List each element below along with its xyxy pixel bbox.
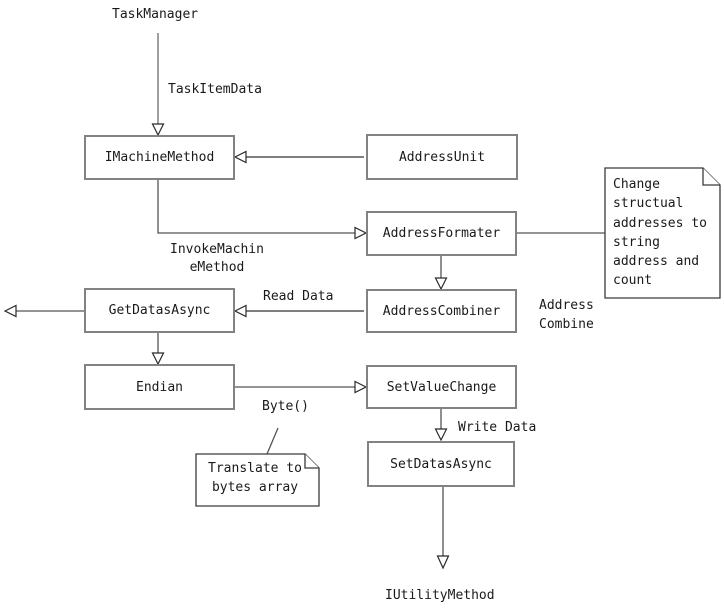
edge-label-read-data: Read Data (263, 289, 334, 304)
node-endian: Endian (84, 364, 235, 410)
arrow-endian-to-setvaluechange (235, 380, 368, 394)
arrow-getdatasasync-to-endian (151, 333, 165, 366)
edge-label-address-combine: Address Combine (539, 298, 594, 332)
edge-label-byte: Byte() (262, 399, 309, 414)
node-iutilitymethod-label: IUtilityMethod (385, 588, 495, 603)
arrow-setvaluechange-to-setdatasasync (434, 409, 448, 442)
edge-label-taskitemdata: TaskItemData (168, 82, 262, 97)
node-setdatasasync: SetDatasAsync (367, 441, 515, 487)
arrow-addressformater-to-addresscombiner (434, 256, 448, 291)
node-taskmanager-label: TaskManager (112, 7, 199, 22)
node-setvaluechange: SetValueChange (366, 365, 517, 409)
node-imachinemethod: IMachineMethod (84, 135, 235, 180)
note-translate-bytes-text: Translate to bytes array (208, 461, 302, 495)
note-translate-shape (195, 427, 320, 507)
arrow-taskmanager-to-imachinemethod (151, 33, 165, 137)
edge-label-invokemachinemethod: InvokeMachin eMethod (170, 242, 264, 275)
arrow-addressunit-to-imachinemethod (233, 150, 364, 164)
node-getdatasasync: GetDatasAsync (84, 288, 235, 333)
node-addressunit: AddressUnit (366, 134, 518, 180)
arrow-imachinemethod-to-addressformater (157, 180, 368, 240)
arrow-getdatasasync-exit-left (3, 304, 84, 318)
note-change-structual-text: Change structual addresses to string add… (613, 177, 707, 289)
edge-label-write-data: Write Data (458, 420, 537, 435)
arrow-addresscombiner-to-getdatasasync (233, 304, 364, 318)
node-addresscombiner: AddressCombiner (366, 289, 517, 333)
node-addressformater: AddressFormater (366, 211, 517, 256)
note-change-shape (604, 167, 721, 299)
arrow-setdatasasync-to-iutilitymethod (436, 487, 450, 570)
